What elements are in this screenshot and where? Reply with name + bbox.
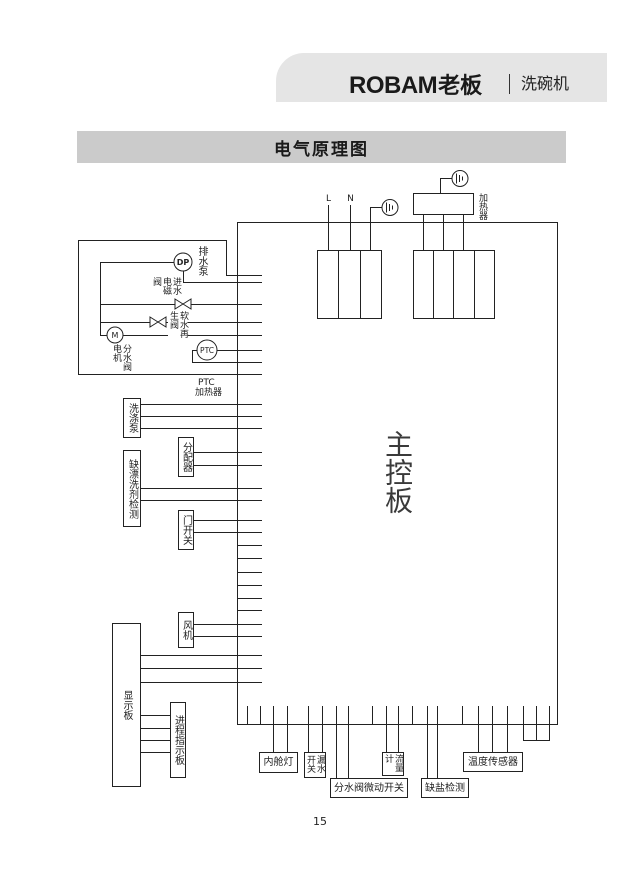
fan-label: 风机 — [180, 620, 192, 640]
relay-divider — [338, 250, 361, 319]
wire-bottom-jumper — [523, 724, 550, 741]
display-board-box: 显示板 — [112, 623, 141, 787]
brand-latin: ROBAM — [349, 72, 438, 99]
progress-board-box: 进程指示板 — [170, 702, 186, 778]
page-number: 15 — [313, 815, 327, 828]
ground-icon-ring — [381, 199, 399, 216]
heater-label: 加热器 — [477, 193, 487, 220]
ptc-heater-code-label: PTC — [198, 378, 215, 388]
flow-meter-box: 流量计 — [382, 752, 404, 776]
fan-box: 风机 — [178, 612, 194, 648]
salt-sensor-box: 缺盐检测 — [421, 778, 469, 798]
brand-cn: 老板 — [438, 74, 483, 99]
wire-drain-pump — [183, 271, 262, 283]
header-divider — [509, 74, 510, 94]
door-switch-label: 门开关 — [180, 515, 192, 545]
temp-sensor-box: 温度传感器 — [463, 752, 523, 772]
product-name: 洗碗机 — [521, 74, 570, 93]
dispenser-label: 分配器 — [180, 442, 192, 472]
diagram-lines — [78, 170, 558, 778]
header-tab — [276, 53, 607, 102]
wire-leak-switch — [308, 724, 323, 752]
brand-logo: ROBAM 老板 — [349, 68, 482, 99]
section-title: 电气原理图 — [274, 139, 369, 160]
diverter-motor-code: M — [112, 331, 119, 340]
wire-progress-board — [141, 715, 170, 753]
relay-block-power — [317, 250, 382, 319]
wire-outer-loop — [78, 240, 262, 375]
inlet-valve-symbol — [174, 298, 192, 310]
relay-block-heater — [413, 250, 495, 319]
diverter-motor-label: 分水阀电机 — [111, 344, 131, 372]
softener-valve-symbol — [149, 316, 167, 328]
salt-sensor-label: 缺盐检测 — [425, 782, 465, 794]
softener-valve-label: 软水再生阀 — [168, 311, 188, 341]
wire-flow-meter — [386, 724, 399, 752]
wire-diverter-microswitch — [336, 724, 349, 778]
inner-light-box: 内舱灯 — [259, 752, 298, 773]
ground-icon — [381, 199, 399, 216]
inner-light-label: 内舱灯 — [263, 757, 294, 768]
diverter-microswitch-label: 分水阀微动开关 — [334, 782, 404, 794]
ptc-heater-label: 加热器 — [195, 388, 223, 398]
ground-icon — [451, 170, 469, 187]
wire-heater — [423, 214, 464, 251]
live-label: L — [326, 194, 331, 204]
leak-switch-box: 漏水开关 — [304, 752, 326, 778]
wire-earth — [370, 207, 382, 251]
wire-display-board — [141, 655, 262, 683]
board-bottom-stubs — [247, 706, 550, 725]
ground-icon-bars — [386, 202, 393, 213]
progress-board-label: 进程指示板 — [172, 715, 184, 765]
dispenser-box: 分配器 — [178, 437, 194, 477]
flow-meter-label: 流量计 — [383, 754, 403, 772]
drain-pump-code: DP — [177, 258, 190, 267]
temp-sensor-label: 温度传感器 — [468, 756, 518, 768]
relay-divider — [433, 250, 475, 319]
wire-salt-sensor — [427, 724, 438, 778]
drain-pump-label: 排水泵 — [196, 246, 207, 276]
wire-dispenser — [194, 452, 262, 466]
ground-icon-bars — [456, 173, 463, 184]
ground-icon-ring — [451, 170, 469, 187]
rinse-aid-sensor-label: 缺漂洗剂检测 — [126, 458, 138, 519]
relay-block-power-outline — [317, 250, 382, 319]
door-switch-box: 门开关 — [178, 510, 194, 550]
diagram-symbol-text: DP M PTC L N — [112, 194, 354, 355]
neutral-label: N — [347, 194, 354, 204]
wire-common — [100, 262, 174, 336]
wash-pump-label: 洗涤泵 — [126, 403, 138, 433]
inlet-valve-label: 进水电磁阀 — [151, 277, 181, 297]
wire-wash-pump — [141, 404, 262, 429]
wire-ptc-heater — [192, 350, 262, 363]
main-board-label: 主控板 — [381, 430, 414, 514]
display-board-label: 显示板 — [121, 690, 132, 720]
main-board-outline — [237, 222, 558, 725]
wire-heater-earth — [440, 178, 452, 194]
leak-switch-label: 漏水开关 — [305, 755, 325, 773]
wire-fan — [194, 624, 262, 637]
diverter-microswitch-box: 分水阀微动开关 — [330, 778, 408, 798]
rinse-aid-sensor-box: 缺漂洗剂检测 — [123, 450, 141, 527]
wire-door-switch — [194, 520, 262, 533]
section-title-bar: 电气原理图 — [77, 131, 566, 163]
wire-rinse-aid-sensor — [141, 488, 262, 501]
heater-symbol — [413, 193, 474, 215]
board-terminal-stubs — [237, 545, 262, 611]
ptc-heater-code: PTC — [200, 346, 214, 355]
wire-inner-light — [273, 724, 288, 752]
wash-pump-box: 洗涤泵 — [123, 398, 141, 438]
wire-temp-sensor — [478, 724, 508, 752]
